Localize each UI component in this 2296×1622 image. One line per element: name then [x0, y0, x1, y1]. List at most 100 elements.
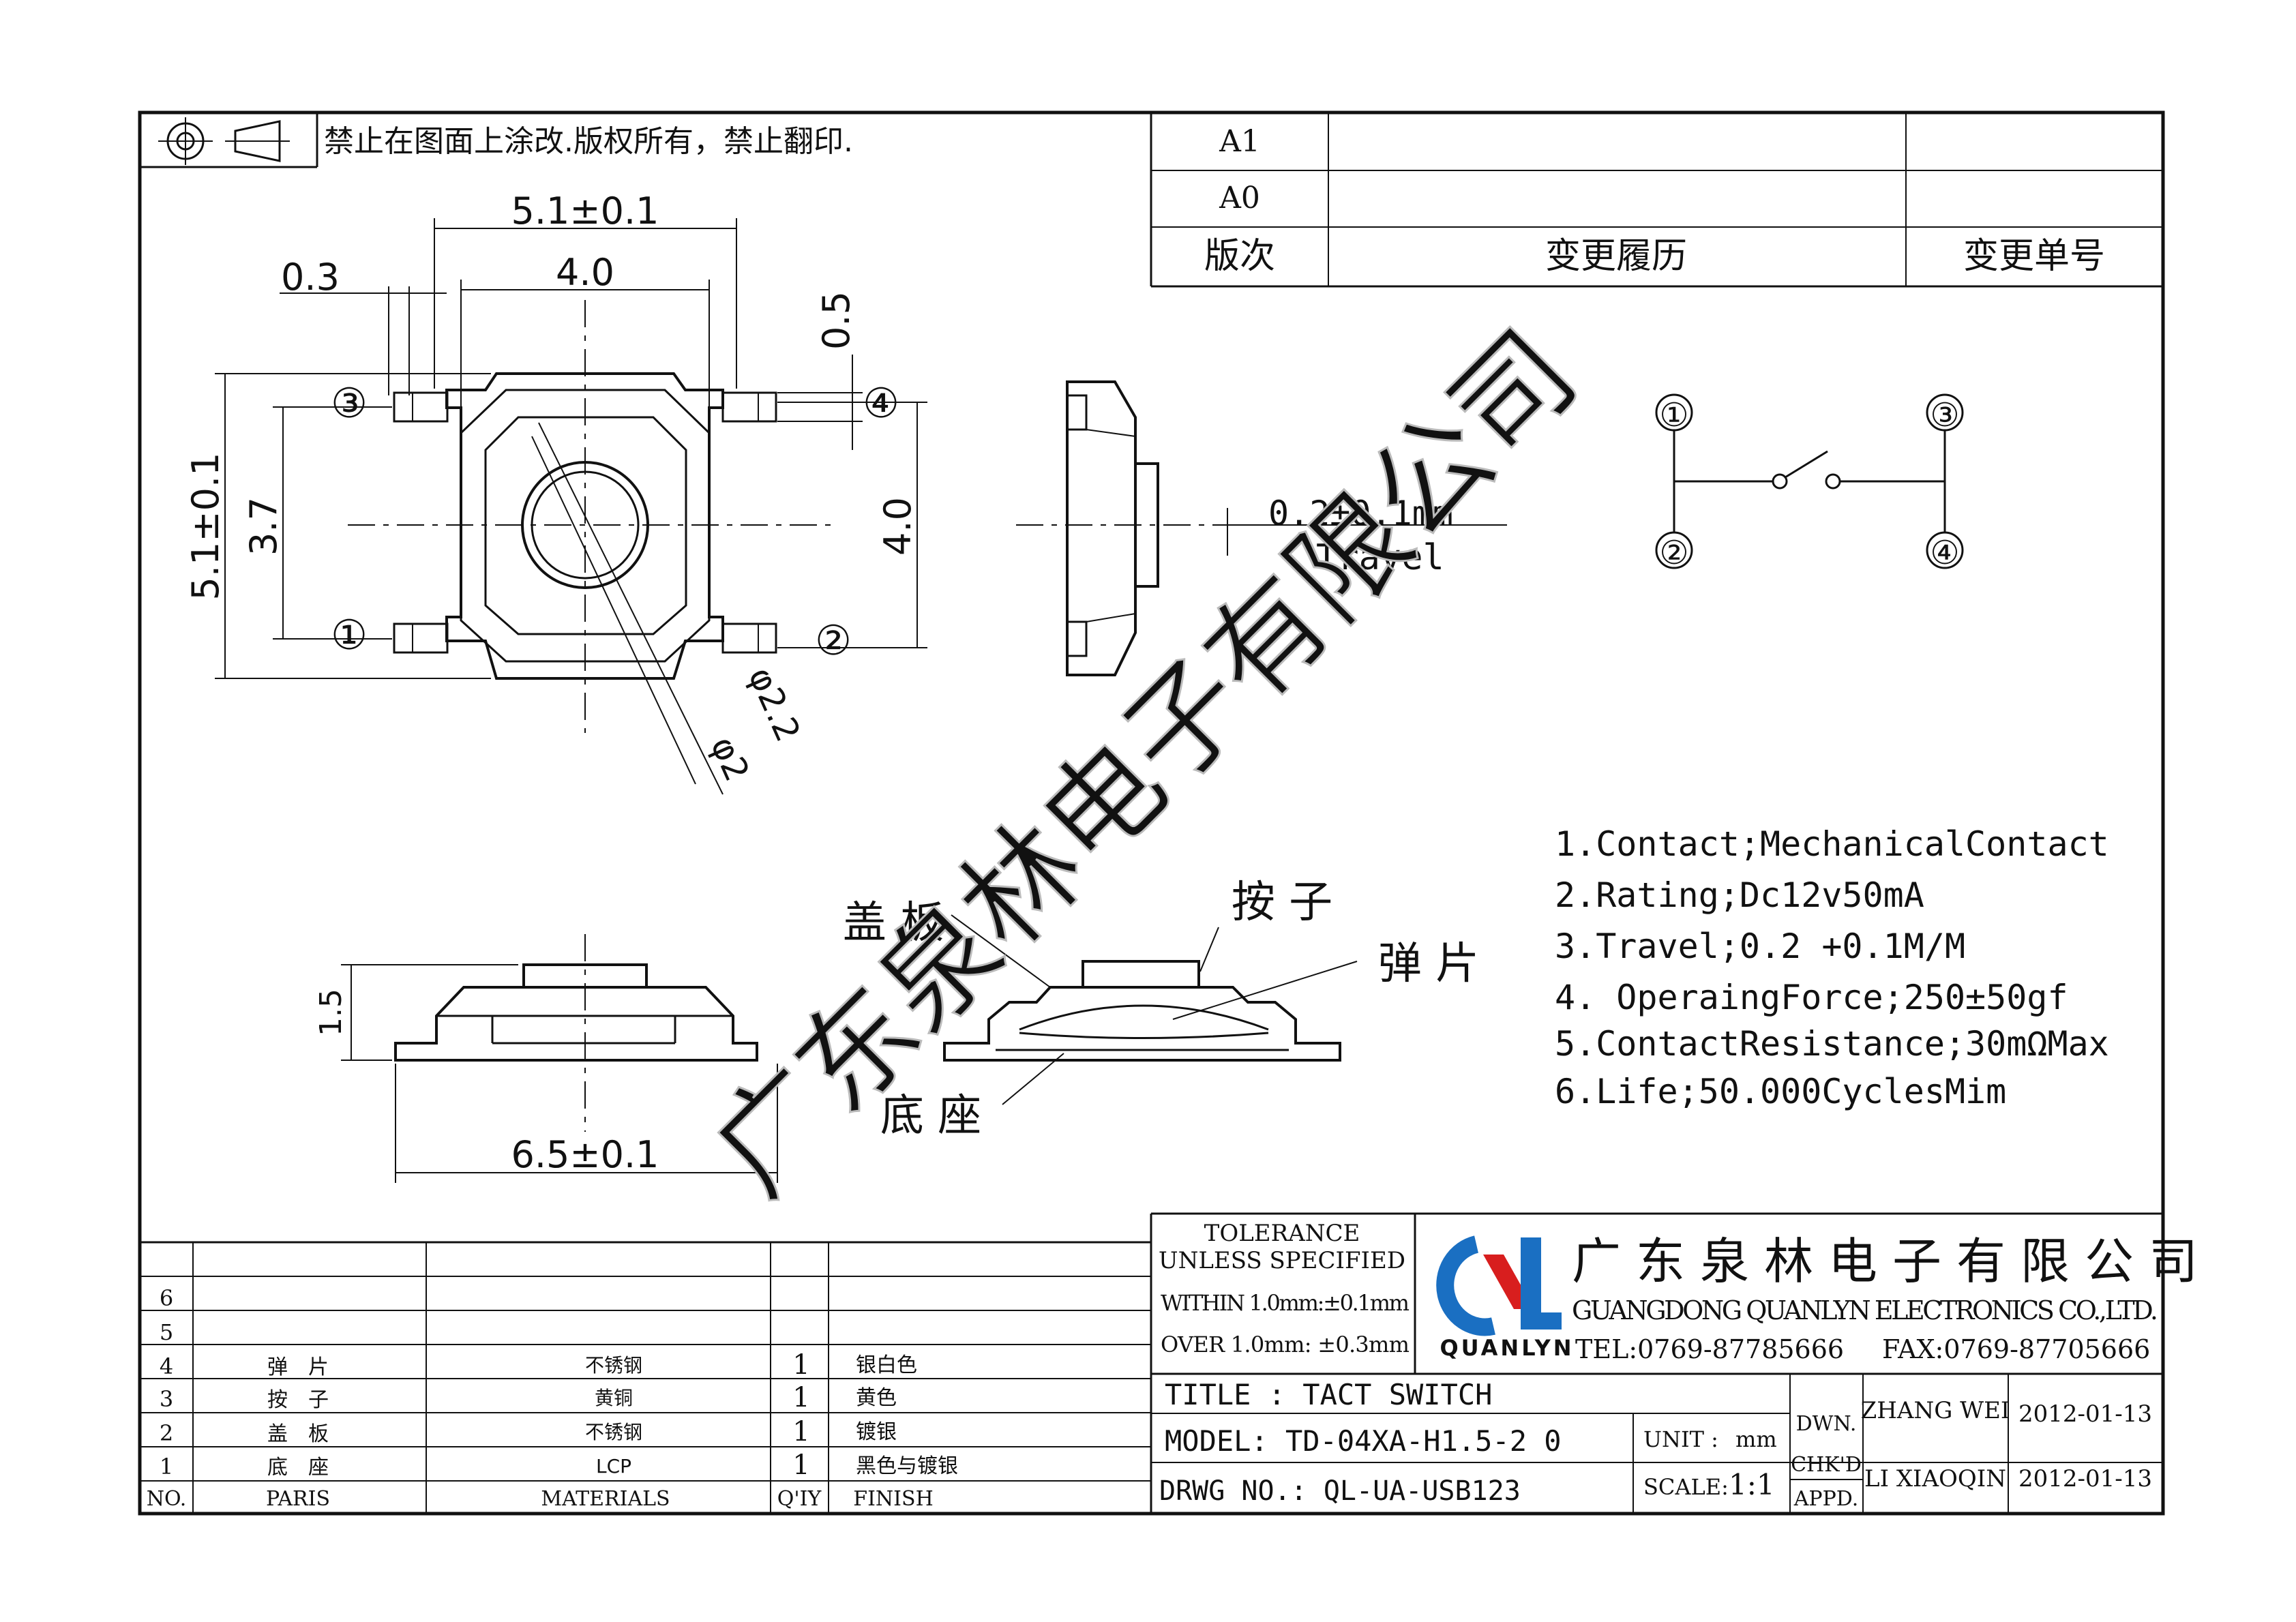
bom-row-part: 底 座 — [267, 1456, 329, 1480]
bom-row-no: 4 — [160, 1353, 173, 1379]
schematic-pin-4: ④ — [1930, 534, 1959, 572]
model-number: MODEL: TD-04XA-H1.5-2 0 — [1165, 1424, 1562, 1458]
schematic-pin-1: ① — [1659, 396, 1688, 434]
side-view-right — [1016, 380, 1507, 676]
bom-header-finish: FINISH — [853, 1487, 933, 1511]
top-view-dimensions — [215, 218, 927, 679]
revision-a0: A0 — [1219, 181, 1260, 215]
pin-label-4: ④ — [863, 380, 899, 427]
callout-actuator: 按 子 — [1232, 877, 1332, 928]
revision-a1: A1 — [1219, 124, 1260, 159]
logo-text: QUANLYN — [1440, 1335, 1574, 1361]
pin-label-3: ③ — [331, 380, 368, 427]
dim-side-width: 6.5±0.1 — [511, 1133, 659, 1176]
bom-row-material: 黄铜 — [595, 1387, 633, 1409]
bom-row-material: LCP — [596, 1455, 631, 1477]
bom-row-qty: 1 — [792, 1349, 809, 1381]
revision-table — [1150, 112, 2163, 288]
bom-row-no: 2 — [160, 1420, 173, 1446]
bom-header-no: NO. — [147, 1487, 187, 1511]
callout-dome: 弹 片 — [1378, 939, 1479, 989]
scale-label: SCALE: — [1643, 1474, 1729, 1500]
bom-row-no: 3 — [160, 1386, 173, 1412]
dim-height-left: 5.1±0.1 — [184, 452, 227, 600]
revision-col-number: 变更单号 — [1963, 236, 2105, 277]
date-drawn: 2012-01-13 — [2018, 1400, 2152, 1428]
pin-label-2: ② — [815, 617, 852, 665]
company-logo — [1436, 1235, 1562, 1336]
bom-row-part: 弹 片 — [267, 1355, 329, 1379]
spec-line-6: 6.Life;50.000CyclesMim — [1555, 1072, 2006, 1111]
section-view — [943, 914, 1358, 1105]
schematic-pin-2: ② — [1659, 534, 1688, 572]
bom-row-material: 不锈钢 — [585, 1421, 642, 1443]
travel-value: 0.2±0.1mm — [1268, 494, 1453, 533]
bom-row-qty: 1 — [792, 1450, 809, 1481]
spec-line-1: 1.Contact;MechanicalContact — [1555, 824, 2109, 864]
drawing-number: DRWG NO.: QL-UA-USB123 — [1159, 1475, 1521, 1507]
schematic-pin-3: ③ — [1930, 396, 1959, 434]
switch-schematic — [1655, 393, 1964, 569]
company-fax: FAX:0769-87705666 — [1882, 1334, 2150, 1364]
scale-value: 1:1 — [1729, 1468, 1775, 1501]
dim-pitch-small: 0.3 — [281, 256, 340, 299]
spec-line-2: 2.Rating;Dc12v50mA — [1555, 875, 1924, 915]
callout-cover: 盖 板 — [843, 898, 944, 948]
copyright-notice: 禁止在图面上涂改.版权所有，禁止翻印. — [324, 124, 853, 159]
bom-row-no: 5 — [160, 1319, 173, 1345]
watermark: 广东泉林电子有限公司 — [687, 305, 1602, 1220]
revision-col-history: 变更履历 — [1545, 236, 1687, 277]
bom-header-material: MATERIALS — [541, 1487, 670, 1511]
bom-row-no: 6 — [160, 1285, 173, 1311]
tolerance-title-2: UNLESS SPECIFIED — [1159, 1247, 1405, 1274]
callout-base: 底 座 — [880, 1091, 981, 1141]
bom-header-part: PARIS — [266, 1487, 330, 1511]
tolerance-title-1: TOLERANCE — [1204, 1220, 1360, 1247]
bom-row-qty: 1 — [792, 1382, 809, 1413]
drawer-name: ZHANG WEI — [1861, 1397, 2010, 1424]
dim-diameter-inner: φ2 — [703, 731, 757, 787]
travel-label: Travel — [1316, 537, 1444, 578]
dim-lead-height: 0.5 — [815, 291, 858, 350]
appd-label: APPD. — [1793, 1487, 1859, 1511]
bom-row-finish: 银白色 — [856, 1353, 917, 1377]
bom-row-finish: 黄色 — [856, 1386, 897, 1410]
dwn-label: DWN. — [1796, 1412, 1857, 1436]
company-tel: TEL:0769-87785666 — [1575, 1334, 1844, 1364]
chkd-label: CHK'D — [1791, 1453, 1862, 1477]
projection-symbol — [140, 112, 318, 168]
bom-row-no: 1 — [160, 1454, 173, 1480]
company-name-cn: 广东泉林电子有限公司 — [1572, 1233, 2213, 1290]
dim-width-top: 5.1±0.1 — [511, 190, 659, 232]
bom-row-part: 按 子 — [267, 1388, 329, 1412]
bom-row-qty: 1 — [792, 1416, 809, 1447]
bom-header-qty: Q'IY — [777, 1487, 822, 1511]
company-name-en: GUANGDONG QUANLYN ELECTRONICS CO.,LTD. — [1572, 1295, 2158, 1325]
top-view — [348, 300, 832, 795]
pin-label-1: ① — [331, 612, 368, 659]
dim-pin-pitch: 3.7 — [242, 497, 285, 556]
bom-row-material: 不锈钢 — [585, 1354, 642, 1377]
front-view-left — [394, 934, 758, 1132]
tolerance-within: WITHIN 1.0mm:±0.1mm — [1161, 1290, 1410, 1316]
title-block — [1151, 1212, 2163, 1514]
spec-line-4: 4. OperaingForce;250±50gf — [1555, 978, 2068, 1017]
unit-value: mm — [1735, 1426, 1777, 1452]
front-view-dims — [341, 964, 778, 1183]
bom-table — [140, 1214, 1152, 1514]
dim-side-height: 1.5 — [314, 989, 348, 1036]
revision-col-version: 版次 — [1204, 236, 1275, 277]
bom-row-part: 盖 板 — [267, 1422, 329, 1446]
dim-right-height: 4.0 — [876, 497, 919, 556]
spec-line-3: 3.Travel;0.2 +0.1M/M — [1555, 927, 1965, 966]
date-checked: 2012-01-13 — [2018, 1465, 2152, 1492]
checker-name: LI XIAOQIN — [1864, 1465, 2006, 1492]
bom-row-finish: 镀银 — [856, 1420, 897, 1444]
dim-body: 4.0 — [556, 251, 614, 294]
spec-line-5: 5.ContactResistance;30mΩMax — [1555, 1024, 2109, 1064]
unit-label: UNIT : — [1643, 1426, 1718, 1452]
drawing-title: TITLE : TACT SWITCH — [1165, 1378, 1492, 1411]
dim-diameter-outer: φ2.2 — [741, 661, 808, 747]
bom-row-finish: 黑色与镀银 — [856, 1454, 958, 1478]
